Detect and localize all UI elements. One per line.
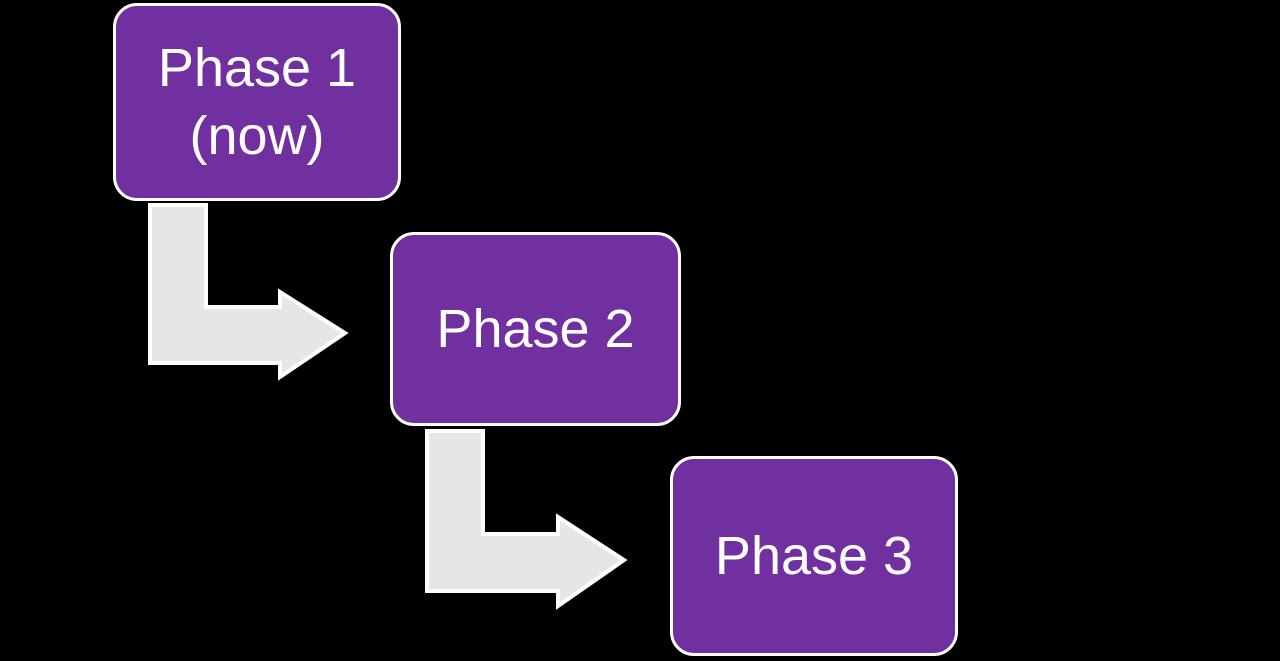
phase-2-box[interactable]: Phase 2 bbox=[390, 232, 681, 426]
phase-1-box[interactable]: Phase 1 (now) bbox=[113, 3, 401, 201]
phase-3-box[interactable]: Phase 3 bbox=[670, 456, 958, 656]
bent-arrow-icon-phase-2-to-phase-3 bbox=[425, 429, 628, 610]
bent-arrow-icon-phase-1-to-phase-2 bbox=[148, 203, 349, 381]
